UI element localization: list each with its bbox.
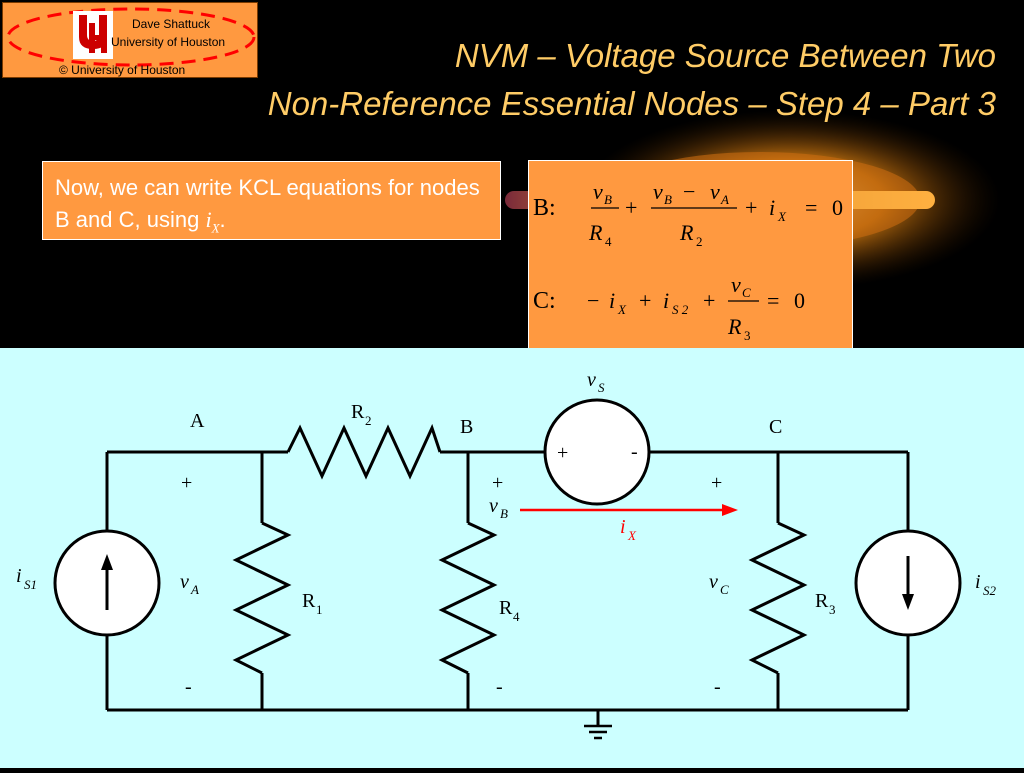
arrowhead-up-icon bbox=[101, 554, 113, 570]
eq-c-t3-den: R bbox=[727, 314, 742, 339]
note-end: . bbox=[219, 207, 226, 232]
is1-label-sub: S1 bbox=[24, 577, 37, 592]
logo-university: University of Houston bbox=[111, 35, 226, 49]
eq-b-plus1: + bbox=[625, 195, 637, 220]
vb-label: v bbox=[489, 495, 498, 517]
eq-c-t3-num: v bbox=[731, 272, 741, 297]
current-source-is2 bbox=[854, 529, 962, 637]
eq-c-rhs: 0 bbox=[794, 288, 805, 313]
eq-b-t1-num: v bbox=[593, 179, 603, 204]
voltage-source-vs bbox=[543, 398, 651, 506]
vb-label-sub: B bbox=[500, 506, 508, 521]
resistor-r4 bbox=[438, 521, 498, 675]
vs-label: v bbox=[587, 369, 596, 391]
eq-b-plus2: + bbox=[745, 195, 757, 220]
vs-plus: + bbox=[557, 442, 568, 464]
eq-c-t1-sub: X bbox=[617, 302, 627, 317]
eq-b-t2-num-a: v bbox=[653, 179, 663, 204]
circuit-wires bbox=[105, 450, 910, 726]
ix-arrow bbox=[520, 504, 738, 516]
r1-label: R bbox=[302, 590, 316, 612]
title-line-1: NVM – Voltage Source Between Two bbox=[454, 37, 996, 74]
va-label-sub: A bbox=[190, 582, 199, 597]
eq-b-t2-num-a-sub: B bbox=[664, 192, 672, 207]
r3-label: R bbox=[815, 590, 829, 612]
eq-b-t1-num-sub: B bbox=[604, 192, 612, 207]
resistor-r1 bbox=[232, 521, 292, 675]
current-source-is1 bbox=[53, 529, 161, 637]
vc-label: v bbox=[709, 571, 718, 593]
vs-label-sub: S bbox=[598, 380, 605, 395]
note-text: Now, we can write KCL equations for node… bbox=[55, 175, 480, 232]
vb-minus: - bbox=[496, 676, 503, 698]
vs-minus: - bbox=[631, 441, 638, 463]
circuit-area: A B C R 2 R 1 R 4 R 3 v S + - i S1 i S2 … bbox=[0, 348, 1024, 768]
r1-label-sub: 1 bbox=[316, 602, 323, 617]
is2-label-sub: S2 bbox=[983, 583, 997, 598]
eq-b-rhs: 0 bbox=[832, 195, 843, 220]
eq-c-t3-num-sub: C bbox=[742, 285, 751, 300]
eq-b-t1-den: R bbox=[588, 220, 603, 245]
note-box: Now, we can write KCL equations for node… bbox=[42, 161, 501, 240]
title-line-2: Non-Reference Essential Nodes – Step 4 –… bbox=[267, 85, 996, 122]
eq-c-minus: − bbox=[587, 288, 599, 313]
va-plus: + bbox=[181, 472, 192, 494]
vb-plus: + bbox=[492, 472, 503, 494]
resistor-r2 bbox=[286, 423, 442, 480]
r2-label-sub: 2 bbox=[365, 413, 372, 428]
eq-c-label: C: bbox=[533, 288, 556, 314]
slide-title: NVM – Voltage Source Between Two Non-Ref… bbox=[236, 32, 996, 128]
resistor-r3 bbox=[748, 521, 808, 675]
eq-b-equals: = bbox=[805, 195, 817, 220]
eq-c-t1: i bbox=[609, 288, 615, 313]
node-a-label: A bbox=[190, 410, 205, 432]
ix-label-sub: X bbox=[627, 528, 637, 543]
vc-minus: - bbox=[714, 676, 721, 698]
note-var: i bbox=[205, 207, 212, 232]
equation-c: C: − i X + i S 2 + v C R 3 = 0 bbox=[533, 272, 805, 343]
vc-label-sub: C bbox=[720, 582, 729, 597]
eq-b-label: B: bbox=[533, 195, 556, 221]
eq-b-t3-sub: X bbox=[777, 209, 787, 224]
equations-box: B: v B R 4 + v B − v A R 2 + i X = 0 C: … bbox=[528, 160, 853, 350]
node-c-label: C bbox=[769, 416, 782, 438]
is1-label: i bbox=[16, 565, 22, 587]
eq-b-t2-num-b-sub: A bbox=[720, 192, 729, 207]
eq-c-t3-den-sub: 3 bbox=[744, 328, 751, 343]
va-label: v bbox=[180, 571, 189, 593]
eq-c-t2: i bbox=[663, 288, 669, 313]
ground-symbol bbox=[584, 724, 612, 740]
logo-copyright: © University of Houston bbox=[59, 63, 186, 77]
logo-ellipse-decoration bbox=[6, 7, 256, 67]
r4-label-sub: 4 bbox=[513, 609, 520, 624]
eq-b-t2-num-b: v bbox=[710, 179, 720, 204]
eq-b-minus: − bbox=[683, 179, 695, 204]
eq-c-equals: = bbox=[767, 288, 779, 313]
eq-c-plus1: + bbox=[639, 288, 651, 313]
r4-label: R bbox=[499, 597, 513, 619]
logo-banner: Dave Shattuck University of Houston © Un… bbox=[2, 2, 258, 78]
vc-plus: + bbox=[711, 472, 722, 494]
r2-label: R bbox=[351, 401, 365, 423]
slide-header-area: Dave Shattuck University of Houston © Un… bbox=[0, 0, 1024, 348]
circuit-diagram: A B C R 2 R 1 R 4 R 3 v S + - i S1 i S2 … bbox=[16, 369, 997, 740]
eq-b-t3: i bbox=[769, 195, 775, 220]
note-var-sub: X bbox=[211, 220, 220, 236]
eq-b-t2-den-sub: 2 bbox=[696, 234, 703, 249]
is2-label: i bbox=[975, 571, 981, 593]
r3-label-sub: 3 bbox=[829, 602, 836, 617]
logo-author: Dave Shattuck bbox=[132, 17, 211, 31]
node-b-label: B bbox=[460, 416, 473, 438]
eq-c-t2-sub: S 2 bbox=[672, 302, 689, 317]
eq-c-plus2: + bbox=[703, 288, 715, 313]
equations-svg: B: v B R 4 + v B − v A R 2 + i X = 0 C: … bbox=[533, 179, 843, 343]
eq-b-t1-den-sub: 4 bbox=[605, 234, 612, 249]
arrow-right-icon bbox=[722, 504, 738, 516]
va-minus: - bbox=[185, 676, 192, 698]
arrowhead-down-icon bbox=[902, 594, 914, 610]
equation-b: B: v B R 4 + v B − v A R 2 + i X = 0 bbox=[533, 179, 843, 249]
eq-b-t2-den: R bbox=[679, 220, 694, 245]
ix-label: i bbox=[620, 516, 626, 538]
